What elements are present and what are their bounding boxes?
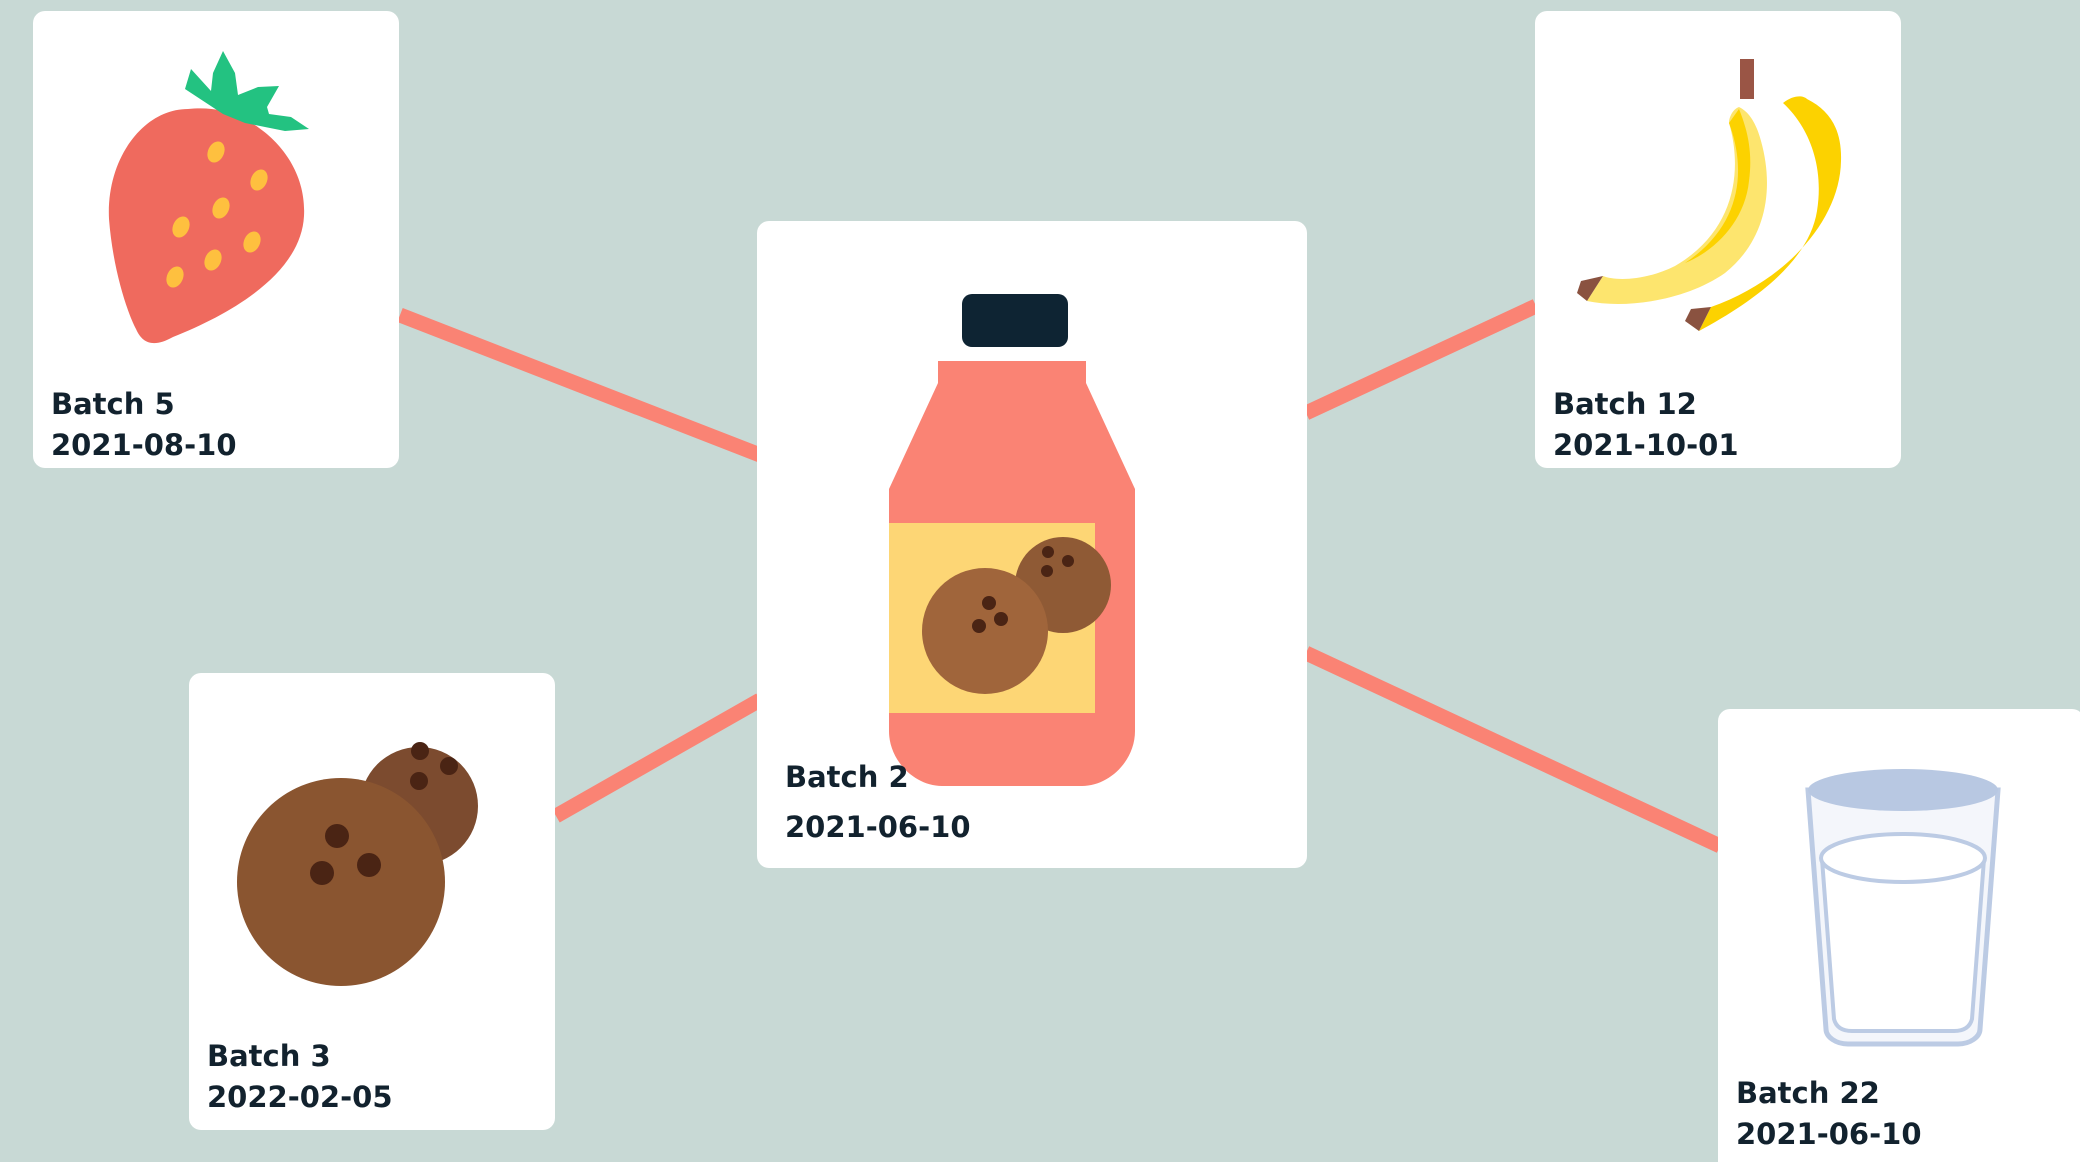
- batch-card-coconut[interactable]: Batch 3 2022-02-05: [189, 673, 555, 1130]
- batch-card-strawberry[interactable]: Batch 5 2021-08-10: [33, 11, 399, 468]
- batch-date: 2021-08-10: [51, 425, 237, 465]
- batch-date: 2021-06-10: [785, 807, 971, 847]
- batch-date: 2021-10-01: [1553, 425, 1739, 465]
- batch-card-banana[interactable]: Batch 12 2021-10-01: [1535, 11, 1901, 468]
- batch-date: 2022-02-05: [207, 1077, 393, 1117]
- batch-name: Batch 3: [207, 1036, 331, 1076]
- batch-card-milk[interactable]: Batch 22 2021-06-10: [1718, 709, 2080, 1162]
- batch-name: Batch 2: [785, 757, 909, 797]
- batch-name: Batch 22: [1736, 1073, 1880, 1113]
- batch-name: Batch 5: [51, 384, 175, 424]
- batch-date: 2021-06-10: [1736, 1114, 1922, 1154]
- link-batch-12: [1306, 306, 1536, 413]
- link-batch-3: [556, 700, 760, 816]
- center-batch-card[interactable]: Batch 2 2021-06-10: [757, 221, 1307, 868]
- batch-name: Batch 12: [1553, 384, 1697, 424]
- link-batch-22: [1306, 653, 1720, 846]
- link-batch-5: [400, 315, 760, 455]
